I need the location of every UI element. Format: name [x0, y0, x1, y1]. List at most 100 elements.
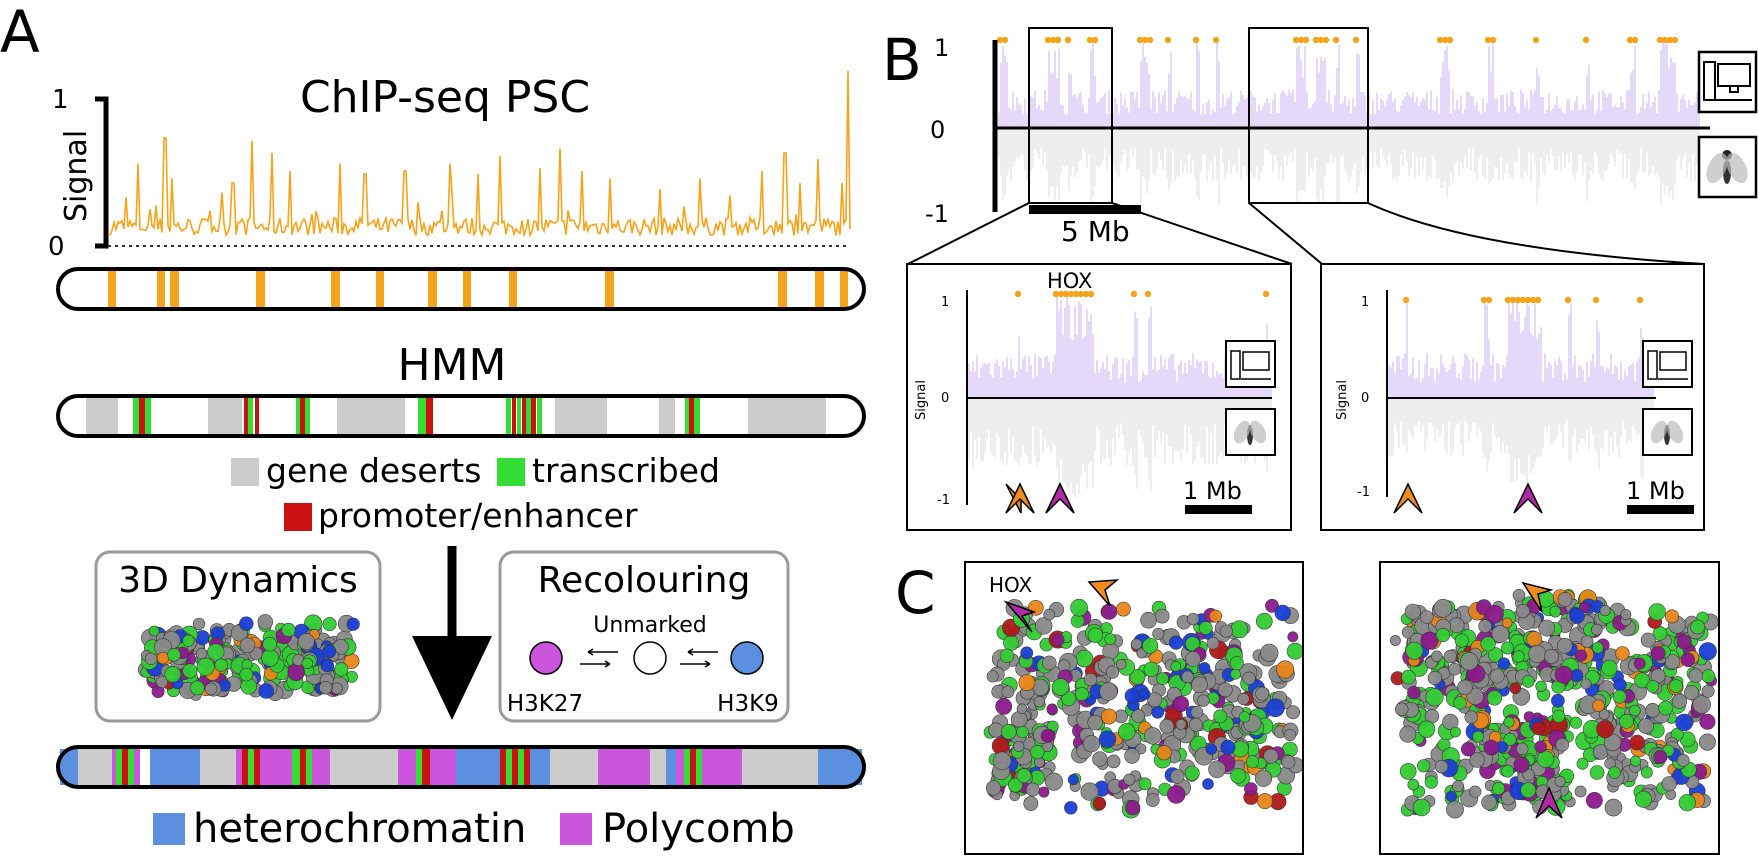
polymer-bead [1100, 708, 1117, 725]
b-y-tick-0: 0 [930, 116, 945, 144]
polymer-bead [1244, 782, 1258, 796]
polymer-bead [1197, 694, 1210, 707]
inset2-scale-bar [1627, 505, 1694, 514]
polymer-bead [1604, 798, 1623, 817]
polymer-bead [1083, 672, 1098, 687]
polymer-bead [1064, 801, 1078, 815]
peak-marker [1446, 36, 1454, 44]
polymer-bead [1013, 740, 1025, 752]
chromosome-band [509, 271, 517, 307]
chromosome-band [815, 271, 824, 307]
polymer-bead [1154, 608, 1170, 624]
polymer-bead [1671, 693, 1687, 709]
polymer-bead [297, 632, 315, 650]
peak-marker [1489, 36, 1497, 44]
zoom-line-2 [1111, 202, 1293, 265]
chip-peak-bands [108, 271, 848, 307]
polymer-bead [1648, 603, 1666, 621]
polymer-bead [1701, 669, 1716, 684]
chromosome-band [312, 749, 330, 785]
chromosome-hmm-bg [58, 396, 864, 436]
polymer-bead [1569, 608, 1585, 624]
polymer-bead [1448, 617, 1465, 634]
chromosome-band [244, 398, 248, 434]
polymer-bead [1407, 778, 1420, 791]
polymer-bead [1450, 726, 1461, 738]
peak-marker [1484, 36, 1492, 44]
polymer-bead [1633, 657, 1646, 670]
chromosome-band [426, 398, 433, 434]
peak-marker [1062, 290, 1070, 298]
polymer-bead [1051, 633, 1065, 647]
polymer-bead [1033, 695, 1046, 708]
polymer-bead [189, 680, 205, 696]
polymer-bead [1139, 688, 1151, 700]
chromosome-band [292, 749, 300, 785]
peak-marker [1332, 36, 1340, 44]
polymer-bead [1549, 605, 1562, 618]
polymer-bead [1166, 785, 1186, 804]
peak-marker [1144, 290, 1152, 298]
polymer-bead [1501, 641, 1515, 655]
chip-signal-trace [109, 70, 851, 238]
polymer-bead [1535, 680, 1547, 692]
polymer-bead [1266, 698, 1285, 718]
polymer-bead [1645, 702, 1660, 718]
polymer-bead [1106, 754, 1121, 769]
polymer-bead [1486, 690, 1503, 706]
polymer-bead [1680, 652, 1695, 667]
chromosome-band [145, 398, 151, 434]
chromosome-band [116, 749, 122, 785]
peak-marker [1322, 36, 1330, 44]
polymer-bead [1274, 604, 1291, 622]
polymer-bead [1008, 777, 1023, 793]
polymer-bead [1640, 632, 1656, 648]
c-left-magenta-arrowhead [1003, 600, 1037, 633]
chromosome-band [300, 398, 305, 434]
recolouring-box [498, 550, 790, 723]
polymer-bead [1168, 635, 1184, 650]
polymer-bead [1489, 668, 1505, 684]
polymer-bead [1185, 636, 1201, 652]
polymer-bead [1098, 730, 1117, 748]
peak-marker [1049, 36, 1057, 44]
polymer-bead [1125, 800, 1141, 816]
polymer-bead [1190, 705, 1204, 719]
polymer-bead [322, 644, 337, 659]
peak-marker [1436, 36, 1444, 44]
polymer-bead [1420, 631, 1439, 650]
polymer-bead [1044, 772, 1063, 791]
chromosome-band [531, 398, 536, 434]
inset2-y-tick-1: 1 [1361, 295, 1369, 310]
peak-marker [1582, 36, 1590, 44]
h3k9-bead-icon [730, 641, 764, 675]
polymer-bead [1042, 655, 1057, 671]
polymer-bead [1099, 682, 1118, 701]
polymer-bead [1485, 604, 1504, 624]
peak-marker [1532, 36, 1540, 44]
peak-marker [1626, 36, 1634, 44]
chromosome-band [685, 398, 689, 434]
c-right-orange-arrowhead [1521, 581, 1554, 613]
chromosome-band [254, 749, 260, 785]
polymer-bead [995, 698, 1013, 715]
peak-marker [1141, 36, 1149, 44]
polymer-bead [1257, 793, 1274, 810]
polymer-bead [1501, 617, 1513, 629]
polymer-bead [1115, 658, 1127, 670]
polymer-bead [1152, 627, 1165, 640]
peak-marker [1052, 290, 1060, 298]
inset2-computer-icon [1642, 340, 1693, 388]
peak-marker [1592, 296, 1600, 304]
h3k9-label: H3K9 [717, 691, 779, 717]
polymer-bead [1452, 780, 1464, 793]
polymer-bead [1185, 651, 1201, 667]
polymer-bead [1629, 704, 1641, 717]
polymer-bead [1556, 637, 1573, 654]
polymer-bead [1638, 718, 1654, 734]
polymer-bead [1650, 646, 1666, 661]
legend-promoter-enhancer: promoter/enhancer [318, 496, 638, 535]
inset1-computer-icon [1225, 340, 1276, 388]
panel-b: B 1 0 -1 5 Mb HO [882, 26, 1758, 531]
peak-marker [1504, 296, 1512, 304]
